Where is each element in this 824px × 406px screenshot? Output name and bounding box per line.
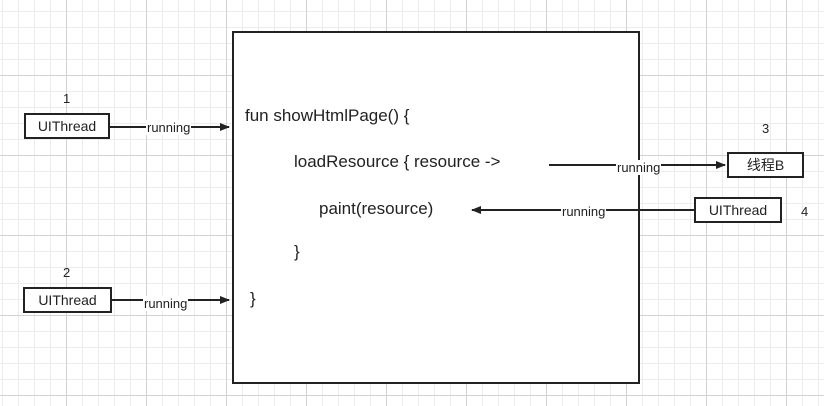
arrow-label-1: running	[146, 120, 192, 135]
thread-box-4: UIThread	[694, 197, 782, 223]
thread-number-4: 4	[801, 204, 809, 219]
thread-box-3: 线程B	[727, 152, 804, 178]
code-line-2: loadResource { resource ->	[294, 152, 501, 171]
thread-box-1: UIThread	[24, 113, 110, 139]
thread-number-3: 3	[762, 121, 770, 136]
thread-number-1: 1	[63, 91, 71, 106]
thread-box-2: UIThread	[23, 287, 112, 313]
arrow-label-4: running	[561, 204, 607, 219]
code-line-3: paint(resource)	[319, 199, 434, 218]
thread-number-2: 2	[63, 265, 71, 280]
code-line-5: }	[250, 289, 256, 308]
arrow-label-3: running	[616, 160, 662, 175]
code-line-4: }	[294, 242, 300, 261]
arrow-label-2: running	[143, 296, 189, 311]
code-line-1: fun showHtmlPage() {	[245, 106, 410, 125]
